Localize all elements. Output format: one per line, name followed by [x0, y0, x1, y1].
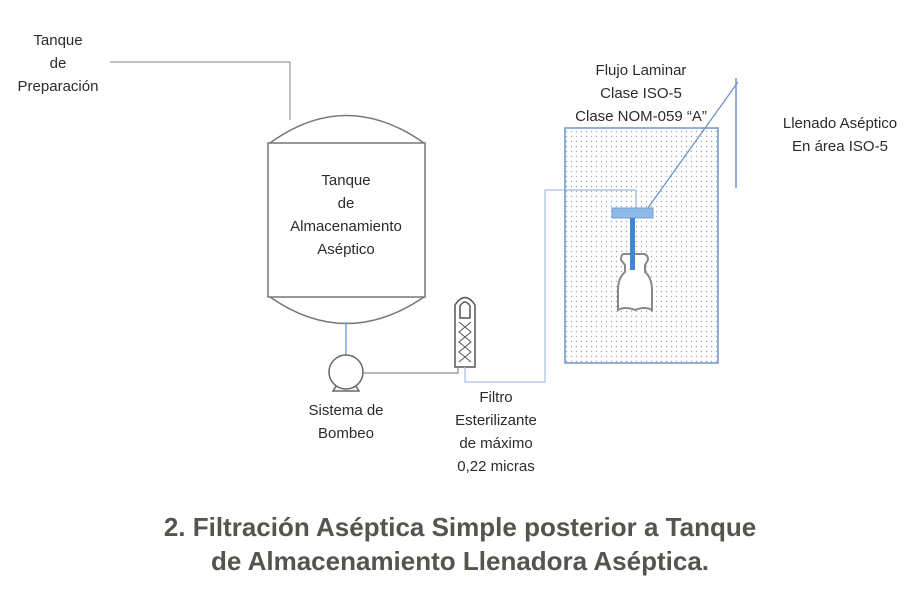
filling-needle: [630, 218, 635, 270]
filter-icon: [454, 296, 476, 368]
label-prep-tank: Tanque de Preparación: [18, 29, 99, 98]
label-line: de: [337, 195, 355, 212]
label-line: Almacenamiento: [290, 218, 402, 235]
label-laminar-flow: Flujo Laminar Clase ISO-5 Clase NOM-059 …: [575, 59, 707, 128]
label-pump: Sistema de Bombeo: [308, 399, 383, 445]
storage-tank: [267, 114, 426, 325]
label-line: Filtro: [479, 389, 513, 406]
label-line: de: [49, 55, 67, 72]
vial-icon: [617, 253, 653, 312]
label-line: Tanque: [321, 172, 371, 189]
label-storage-tank: Tanque de Almacenamiento Aséptico: [290, 169, 402, 261]
filling-pointer-line: [644, 81, 739, 213]
caption-line: de Almacenamiento Llenadora Aséptica.: [211, 546, 709, 576]
label-line: Bombeo: [318, 425, 374, 442]
label-line: Clase NOM-059 “A”: [575, 108, 707, 125]
label-line: Clase ISO-5: [600, 85, 682, 102]
label-line: Aséptico: [317, 241, 375, 258]
label-line: En área ISO-5: [792, 138, 888, 155]
label-line: Llenado Aséptico: [782, 115, 898, 132]
laminar-flow-zone: [564, 127, 719, 364]
pump-icon: [328, 354, 364, 392]
caption: 2. Filtración Aséptica Simple posterior …: [0, 510, 920, 578]
pump-filter-line: [363, 368, 459, 374]
label-line: Flujo Laminar: [595, 62, 687, 79]
label-line: Sistema de: [308, 402, 384, 419]
label-line: Esterilizante: [455, 412, 537, 429]
filter-filler-line-inside: [565, 189, 637, 208]
prep-line: [110, 61, 291, 120]
label-filling: Llenado Aséptico En área ISO-5: [783, 112, 897, 158]
caption-line: 2. Filtración Aséptica Simple posterior …: [163, 512, 757, 542]
label-line: Preparación: [17, 78, 99, 95]
label-line: 0,22 micras: [457, 458, 535, 475]
filling-nozzle: [611, 207, 654, 219]
label-line: Tanque: [33, 32, 83, 49]
label-line: de máximo: [459, 435, 533, 452]
label-filter: Filtro Esterilizante de máximo 0,22 micr…: [455, 386, 537, 478]
